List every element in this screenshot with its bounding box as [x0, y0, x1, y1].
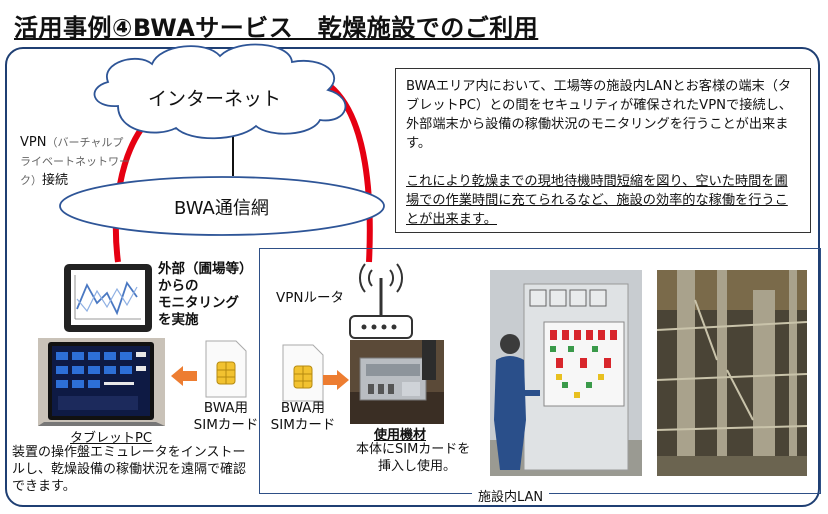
- sim-card-left-icon: [205, 340, 247, 398]
- equipment-caption: 本体にSIMカードを 挿入し使用。: [356, 442, 471, 474]
- description-box: BWAエリア内において、工場等の施設内LANとお客様の端末（タブレットPC）との…: [395, 68, 811, 233]
- tablet-pc-label: タブレットPC: [70, 431, 152, 446]
- sim-card-right-icon: [282, 344, 324, 402]
- external-monitoring-label: 外部（圃場等） からの モニタリング を実施: [158, 261, 253, 328]
- facility-interior-photo: [657, 270, 807, 476]
- tablet-pc-photo: [38, 338, 165, 426]
- vpn-label: VPN（バーチャルプライベートネットワーク）接続: [20, 135, 130, 188]
- vpn-paren: （バーチャルプライベートネットワーク）: [20, 136, 130, 187]
- bwa-network-label: BWA通信網: [174, 198, 269, 219]
- tablet-caption: 装置の操作盤エミュレータをインストールし、乾燥設備の稼働状況を遠隔で確認できます…: [12, 445, 247, 494]
- tablet-chart-icon: [64, 264, 152, 332]
- bwa-network-ellipse: [59, 176, 385, 236]
- router-icon: [349, 263, 413, 339]
- page-title: 活用事例④BWAサービス 乾燥施設でのご利用: [14, 14, 539, 42]
- arrow-left-icon: [171, 366, 197, 386]
- equipment-photo: [350, 340, 444, 424]
- facility-lan-label: 施設内LAN: [472, 486, 550, 505]
- control-panel-photo: [490, 270, 642, 476]
- description-paragraph-2: これにより乾燥までの現地待機時間短縮を図り、空いた時間を圃場での作業時間に充てら…: [406, 174, 788, 227]
- description-paragraph-1: BWAエリア内において、工場等の施設内LANとお客様の端末（タブレットPC）との…: [406, 79, 792, 151]
- vpn-suffix: 接続: [42, 173, 69, 188]
- internet-cloud: [93, 43, 347, 140]
- arrow-right-icon: [323, 370, 349, 390]
- equipment-title: 使用機材: [374, 428, 427, 443]
- vpn-router-label: VPNルータ: [276, 290, 344, 306]
- outer-frame: [5, 47, 820, 507]
- internet-label: インターネット: [148, 88, 282, 110]
